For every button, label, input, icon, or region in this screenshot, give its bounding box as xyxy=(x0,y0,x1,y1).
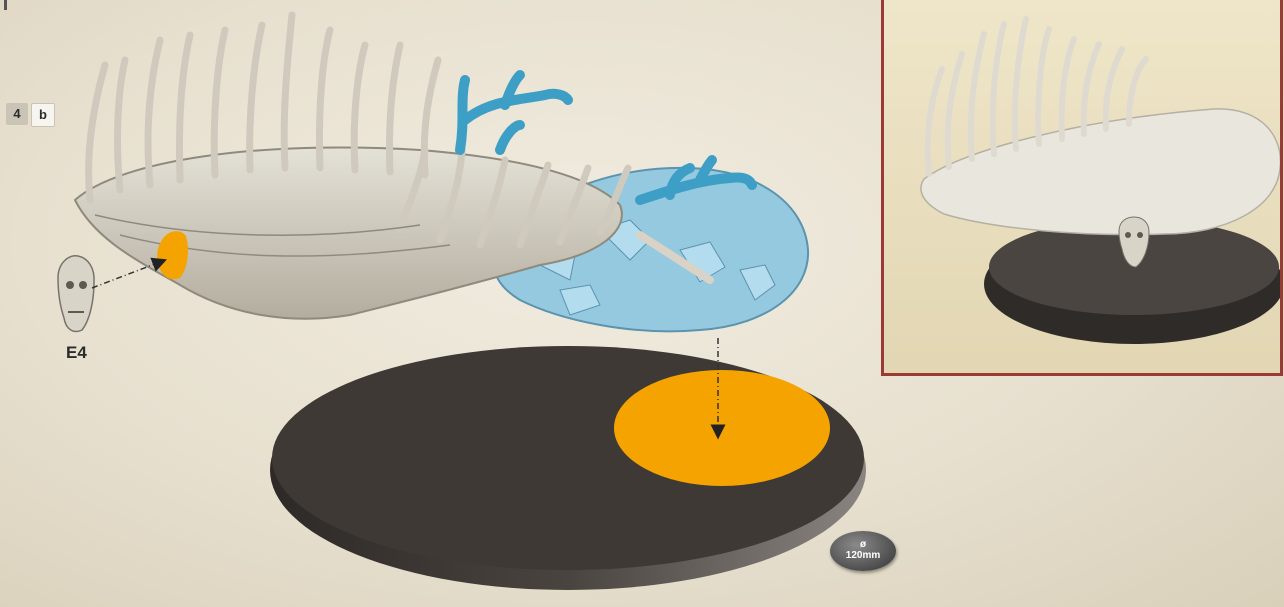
inset-ribcage xyxy=(921,109,1280,235)
diameter-label: 120mm xyxy=(846,550,880,561)
base-glue-area xyxy=(614,370,830,486)
skull-icon xyxy=(58,256,94,332)
dashed-arrow-icon xyxy=(92,262,160,288)
assembled-model-photo-inset xyxy=(881,0,1283,376)
base-diameter-badge: ø 120mm xyxy=(830,531,896,571)
assembled-model-photo xyxy=(884,0,1280,373)
diameter-symbol: ø xyxy=(830,531,896,550)
oval-base xyxy=(270,346,866,590)
part-label: E4 xyxy=(66,343,87,363)
